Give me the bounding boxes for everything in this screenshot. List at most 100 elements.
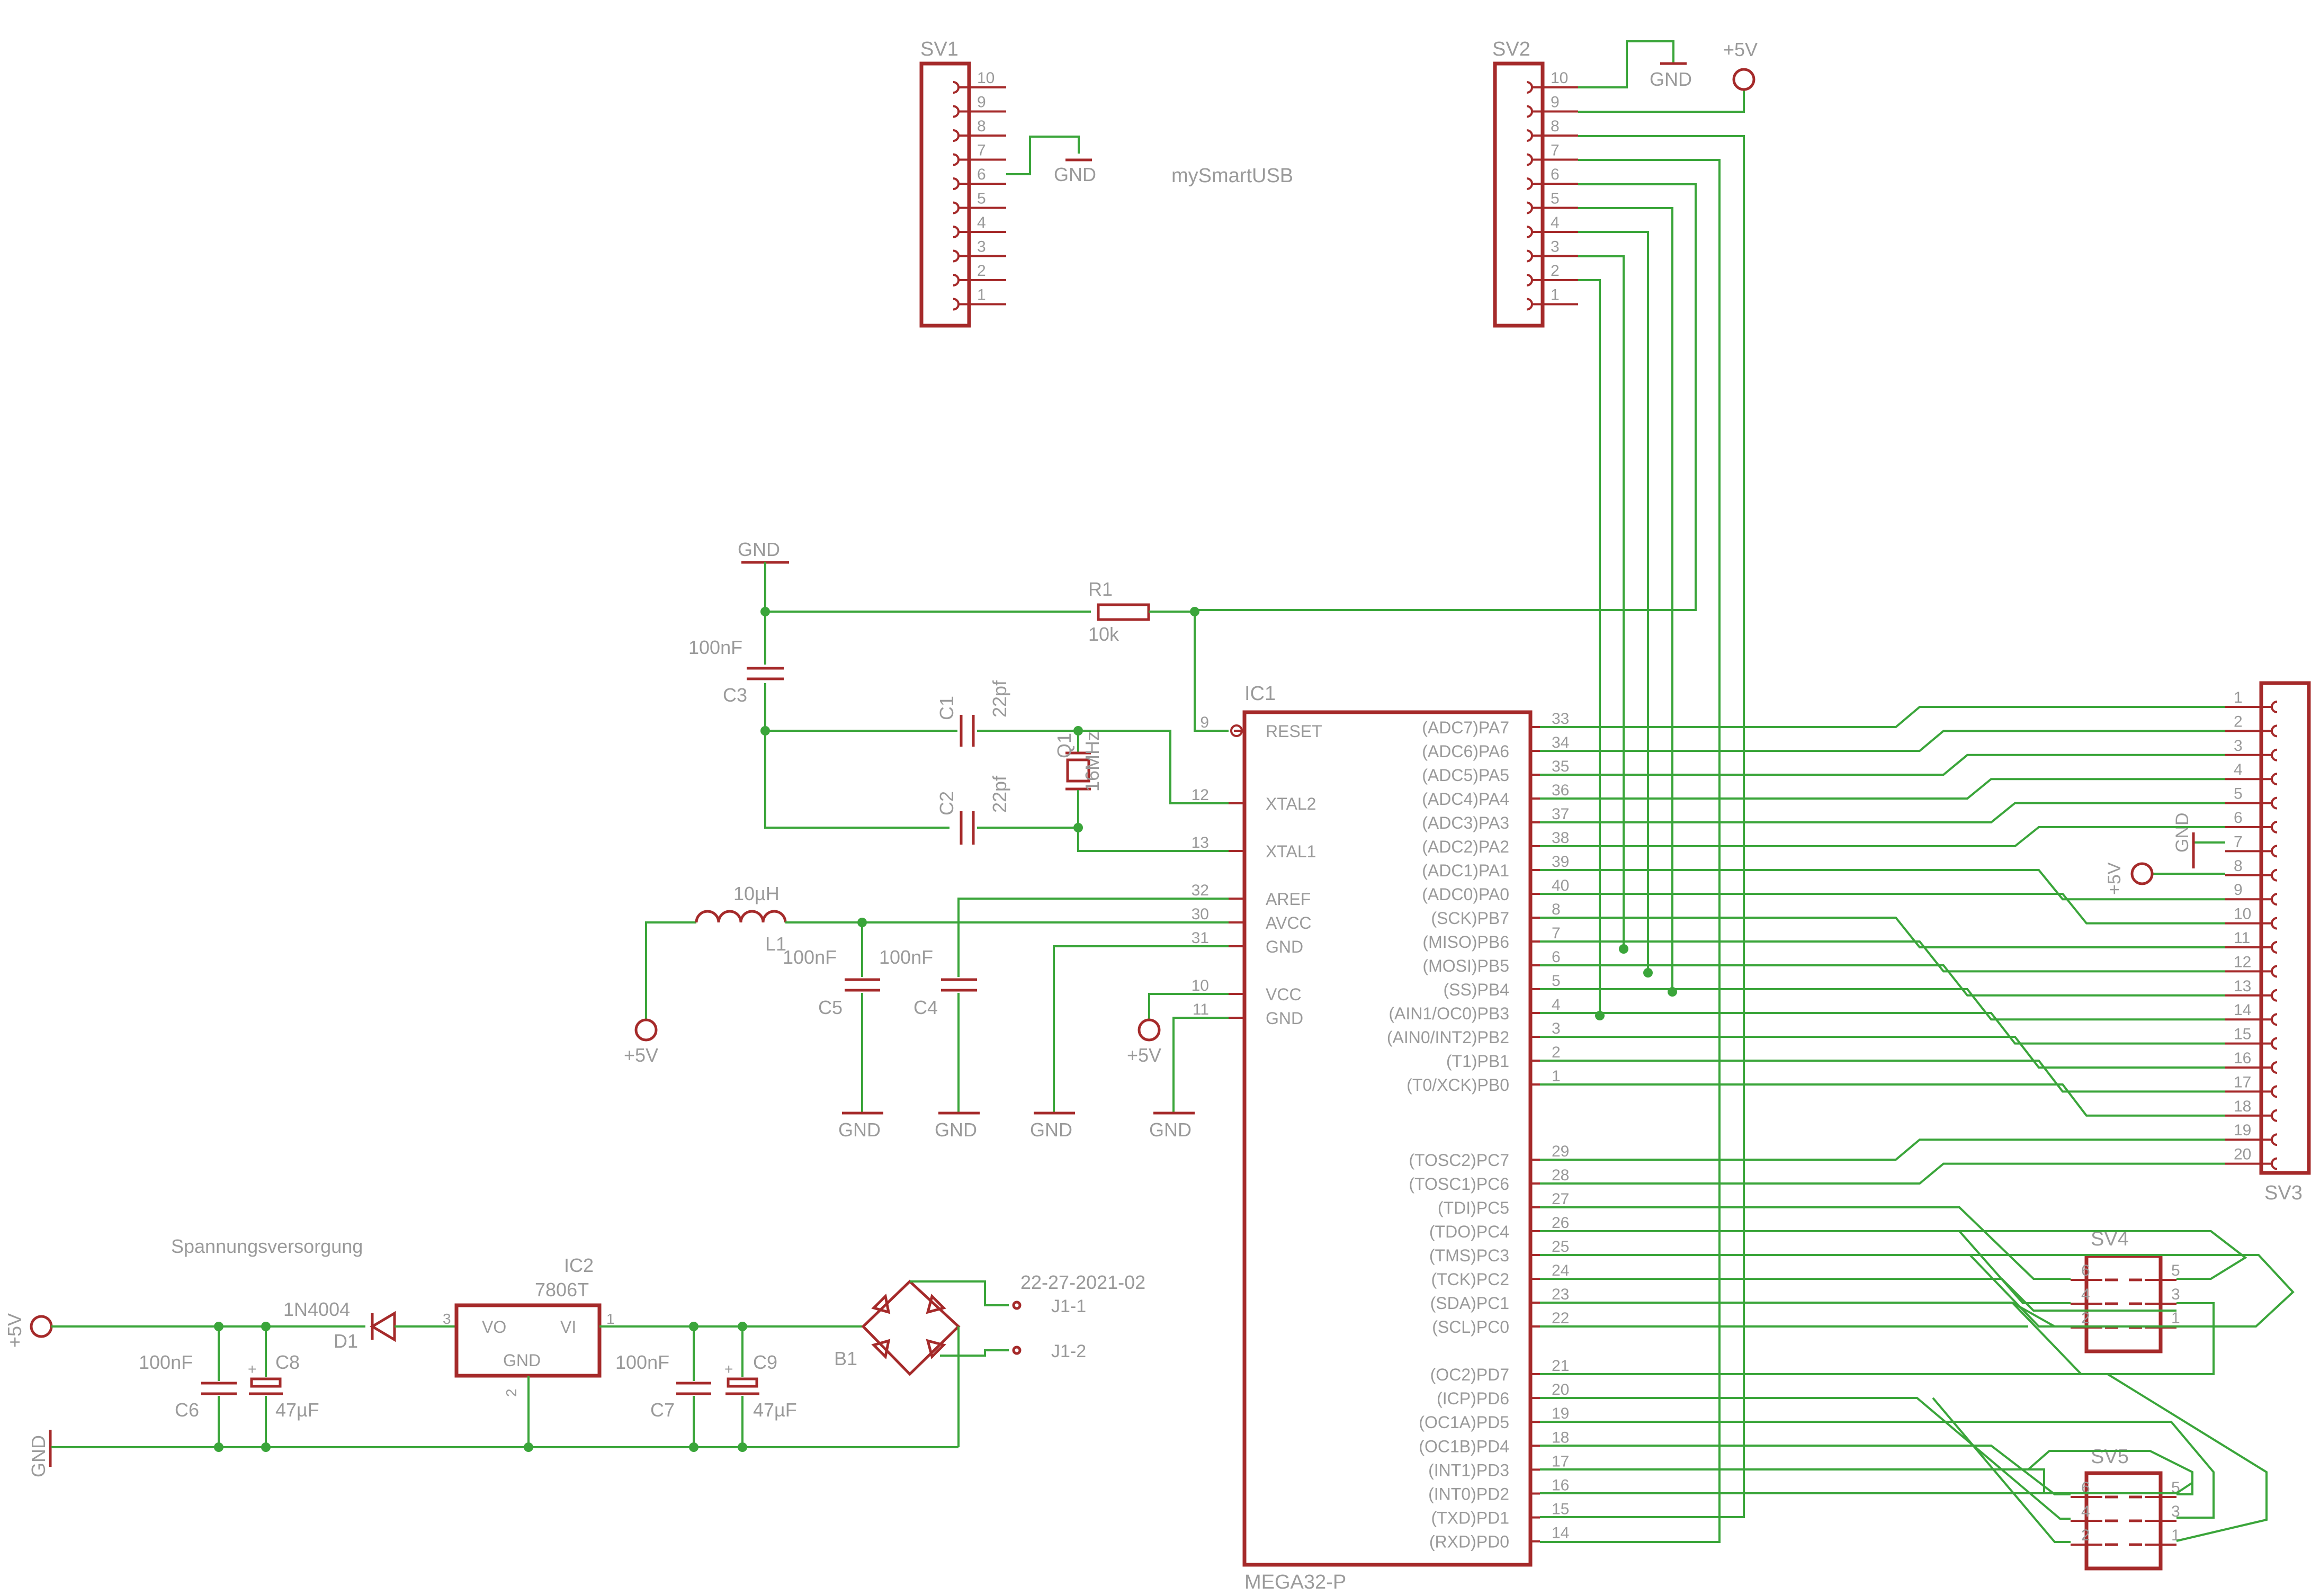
sv3-bus-wire	[1540, 893, 2225, 925]
ic-pin-number: 30	[1192, 905, 1209, 923]
sv2-pin4-wire	[1578, 231, 1649, 973]
c2-name: C2	[936, 791, 957, 815]
header-pin-number: 4	[1551, 214, 1560, 231]
ic-pin-name: (TMS)PC3	[1429, 1246, 1509, 1265]
sv3-bus-wire	[1540, 754, 2225, 776]
ic2-vo-label: VO	[482, 1317, 506, 1337]
reset-wire	[1194, 612, 1229, 732]
header-pin-number: 5	[977, 190, 986, 208]
r1-name: R1	[1088, 578, 1113, 600]
ic-pin-number: 3	[1552, 1020, 1561, 1037]
ic-pin-name: (OC2)PD7	[1430, 1365, 1509, 1384]
header-pin-arc	[1526, 81, 1533, 94]
header-pin-number: 2	[2081, 1310, 2090, 1327]
ic-pin-name: (TDO)PC4	[1429, 1222, 1509, 1241]
ic-pin-number: 37	[1552, 805, 1569, 823]
ic-pin-inverter	[1230, 724, 1243, 737]
header-pin-number: 8	[977, 118, 986, 135]
ic-pin-number: 15	[1552, 1501, 1569, 1518]
sv5-wire	[1540, 1373, 2268, 1542]
ic-pin-number: 26	[1552, 1214, 1569, 1232]
ic-pin-number: 40	[1552, 877, 1569, 894]
ic-pin-name: (ADC0)PA0	[1422, 885, 1509, 904]
header-pin-arc	[1526, 177, 1533, 190]
header-pin-number: 9	[977, 94, 986, 111]
header-pin-arc	[2271, 701, 2278, 713]
l1-value: 10µH	[733, 883, 780, 904]
ic-pin-name: XTAL1	[1266, 842, 1316, 861]
sv2-pin2-wire	[1578, 279, 1601, 1016]
header-pin-arc	[2271, 1133, 2278, 1146]
ic-pin-number: 24	[1552, 1262, 1569, 1279]
header-pin-arc	[953, 177, 960, 190]
b1-diode	[926, 1294, 946, 1314]
ic-pin-name: (TCK)PC2	[1431, 1270, 1509, 1289]
header-pin-number: 5	[2171, 1262, 2180, 1279]
header-pin-number: 7	[977, 142, 986, 159]
b1-j1-2-wire	[940, 1349, 1009, 1357]
b1-name: B1	[834, 1348, 857, 1369]
sv3-bus-wire	[1540, 917, 2225, 948]
header-pin-arc	[2271, 941, 2278, 954]
ic-pin-name: (TOSC1)PC6	[1409, 1174, 1509, 1194]
ic-pin-number: 35	[1552, 758, 1569, 775]
gnd-label: GND	[1149, 1119, 1192, 1141]
ic-pin-number: 7	[1552, 925, 1561, 942]
junction-dot	[1643, 968, 1653, 978]
sv5-name: SV5	[2091, 1446, 2129, 1468]
sv2-pin3-wire	[1578, 255, 1625, 949]
ic-pin-number: 29	[1552, 1143, 1569, 1160]
header-pin-arc	[2271, 1061, 2278, 1074]
c5-value: 100nF	[783, 946, 837, 968]
l1-name: L1	[765, 933, 786, 955]
ic-pin-number: 4	[1552, 996, 1561, 1014]
sv4-wire	[1540, 1230, 2071, 1304]
ic2-pin-vi: 1	[606, 1311, 615, 1327]
header-pin-arc	[2271, 773, 2278, 786]
ic-pin-number: 6	[1552, 948, 1561, 966]
ic-pin-name: (T1)PB1	[1446, 1052, 1509, 1071]
sv3-bus-wire	[1540, 826, 2225, 847]
gnd-label: GND	[838, 1119, 881, 1141]
ic-pin-number: 9	[1200, 714, 1209, 731]
ic-pin-number: 39	[1552, 853, 1569, 871]
header-pin-number: 17	[2234, 1073, 2251, 1091]
vcc-symbol	[1137, 1018, 1161, 1042]
ic-pin-number: 13	[1192, 834, 1209, 851]
header-pin-arc	[2271, 917, 2278, 930]
sv3-bus-wire	[1540, 1083, 2225, 1117]
ic-pin-number: 23	[1552, 1286, 1569, 1303]
ic-pin-number: 17	[1552, 1452, 1569, 1470]
b1-diode	[926, 1339, 946, 1359]
sv3-bus-wire	[1540, 988, 2225, 1021]
header-pin-number: 3	[2171, 1286, 2180, 1303]
ic-pin-number: 25	[1552, 1238, 1569, 1256]
sv3-bus-wire	[1540, 802, 2225, 823]
ic-pin-number: 16	[1552, 1477, 1569, 1494]
ic-pin-name: RESET	[1266, 722, 1322, 741]
ic-pin-number: 2	[1552, 1044, 1561, 1061]
junction-dot	[524, 1442, 533, 1452]
c4-name: C4	[913, 997, 938, 1018]
ic-pin-number: 20	[1552, 1381, 1569, 1398]
junction-dot	[760, 607, 770, 616]
ic1-part: MEGA32-P	[1244, 1571, 1346, 1593]
ic-pin-number: 31	[1192, 929, 1209, 947]
sv3-name: SV3	[2264, 1182, 2303, 1204]
header-pin-arc	[953, 153, 960, 166]
ic-pin-name: AVCC	[1266, 913, 1312, 933]
header-pin-number: 7	[1551, 142, 1560, 159]
header-pin-number: 4	[977, 214, 986, 231]
header-pin-arc	[953, 105, 960, 118]
header-pin-arc	[2271, 845, 2278, 858]
sv1-body	[919, 61, 971, 328]
header-pin-arc	[1526, 274, 1533, 286]
ic2-name: IC2	[564, 1254, 594, 1276]
sv4-wire	[1540, 1302, 2176, 1328]
c7-name: C7	[650, 1399, 675, 1421]
sv5-wire	[1540, 1421, 2215, 1519]
sv2-name: SV2	[1492, 38, 1530, 60]
j1-1-label: J1-1	[1051, 1296, 1086, 1316]
sv3-bus-wire	[1540, 940, 2225, 973]
